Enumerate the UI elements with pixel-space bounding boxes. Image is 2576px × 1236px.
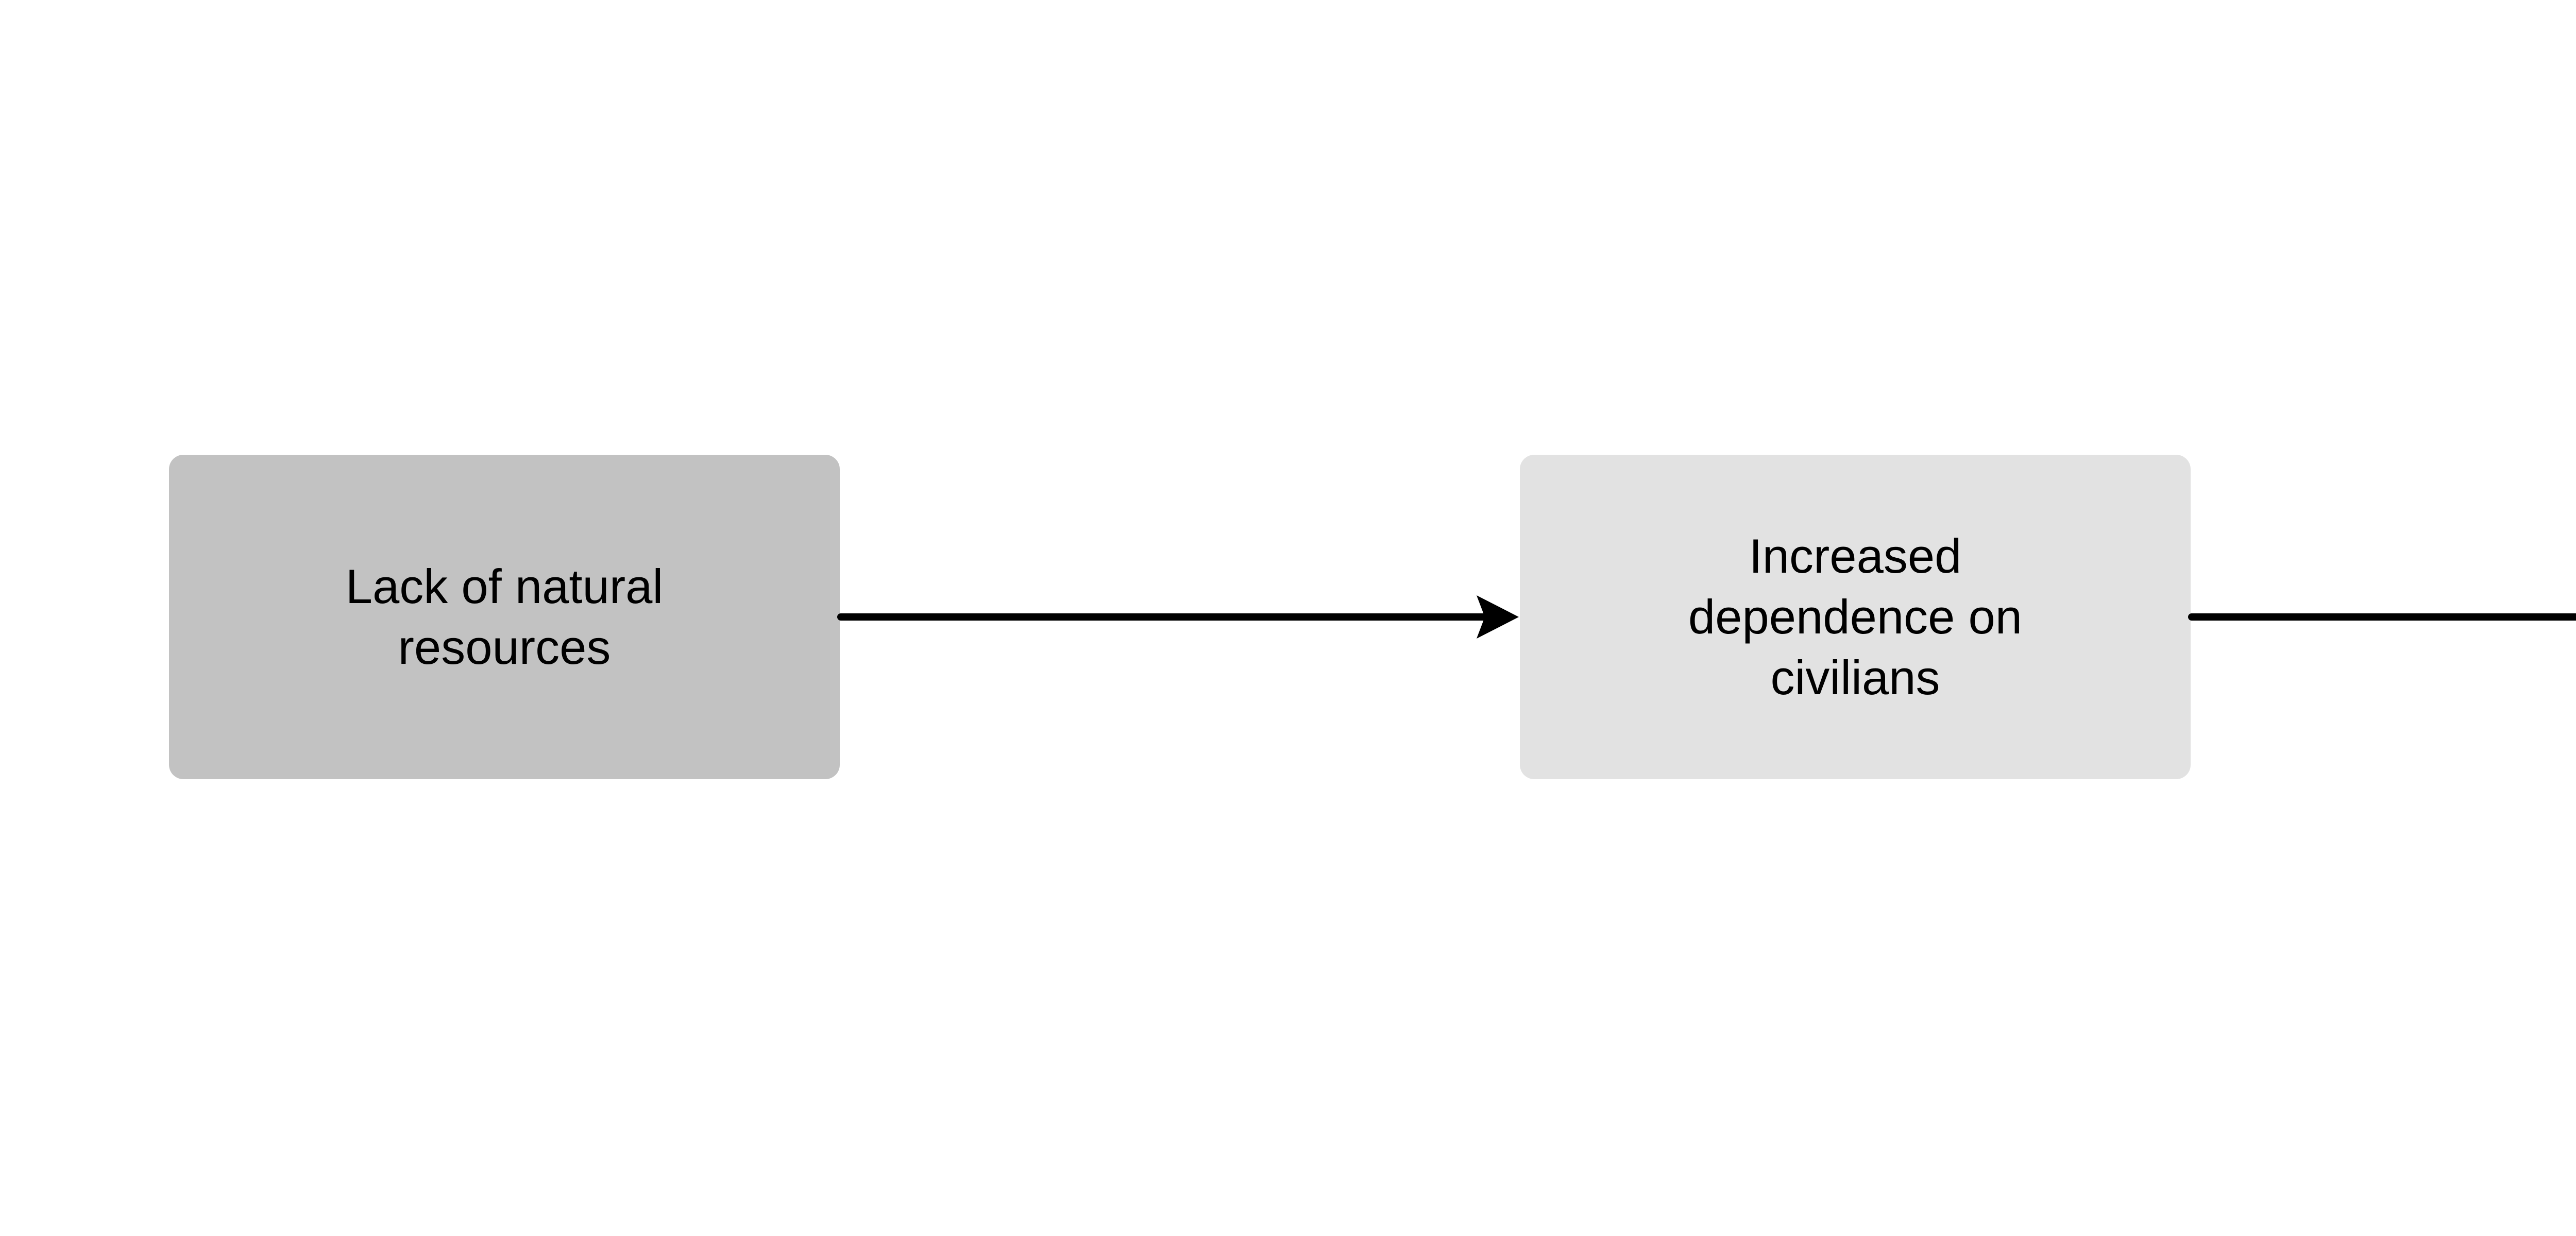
arrowhead-icon	[1477, 595, 1519, 639]
edge-arrow-2	[2188, 613, 2576, 621]
node-label: Lack of natural resources	[345, 559, 664, 674]
node-lack-of-natural-resources: Lack of natural resources	[169, 455, 840, 779]
node-increased-dependence-on-civilians: Increased dependence on civilians	[1520, 455, 2191, 779]
edge-arrow-1	[837, 595, 1519, 639]
node-label: Increased dependence on civilians	[1688, 529, 2023, 705]
